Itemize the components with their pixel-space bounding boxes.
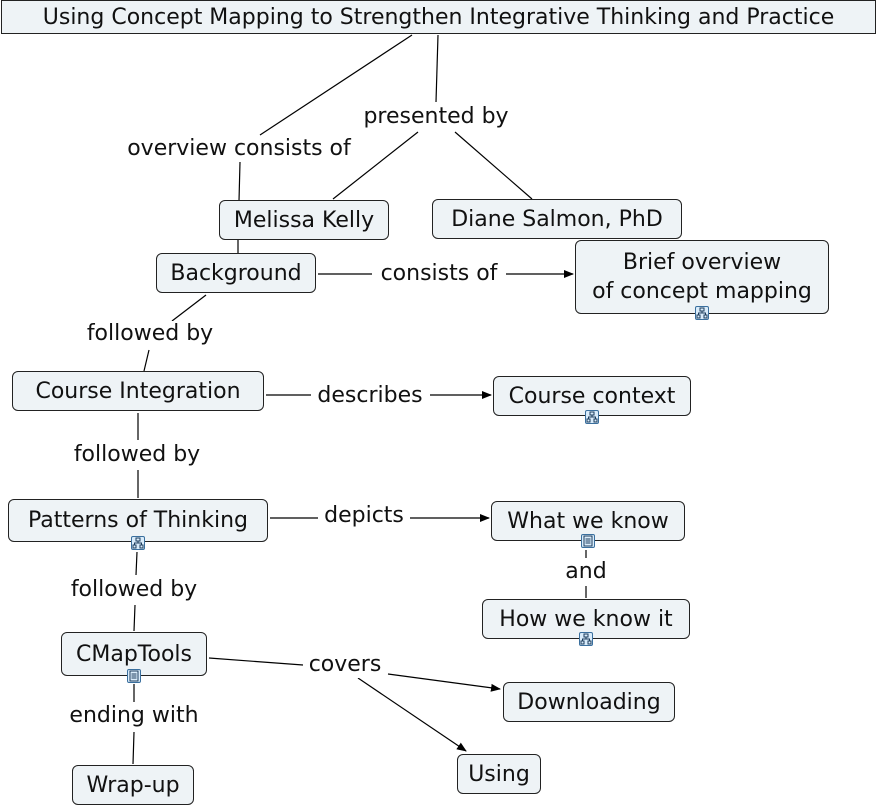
concept-map-icon[interactable] xyxy=(585,410,599,424)
link-followed-by-2: followed by xyxy=(71,442,203,468)
concept-map-icon[interactable] xyxy=(131,536,145,550)
link-describes: describes xyxy=(315,383,425,409)
node-how-we-know-it[interactable]: How we know it xyxy=(482,599,690,639)
edge-background-followed xyxy=(171,294,207,322)
link-presented-by: presented by xyxy=(361,104,511,130)
link-overview-consists-of: overview consists of xyxy=(125,136,353,162)
edge-title-presented xyxy=(435,34,439,103)
edge-cmap-covers xyxy=(208,657,304,666)
link-depicts: depicts xyxy=(322,503,406,529)
node-what-we-know[interactable]: What we know xyxy=(491,501,685,541)
concept-map-icon[interactable] xyxy=(695,306,709,320)
link-covers: covers xyxy=(306,652,384,678)
node-wrap-up[interactable]: Wrap-up xyxy=(72,765,194,805)
edge-covers-downloading xyxy=(387,673,501,692)
node-downloading[interactable]: Downloading xyxy=(503,682,675,722)
edge-overview-melissa xyxy=(238,161,241,202)
edge-presented-diane xyxy=(454,131,533,200)
edge-ending-wrapup xyxy=(132,731,135,765)
concept-map-icon[interactable] xyxy=(579,632,593,646)
edge-followed-cmap xyxy=(133,604,136,632)
node-melissa-kelly[interactable]: Melissa Kelly xyxy=(219,200,389,240)
link-followed-by-1: followed by xyxy=(84,321,216,347)
node-using[interactable]: Using xyxy=(457,754,541,794)
node-patterns-of-thinking[interactable]: Patterns of Thinking xyxy=(8,499,268,542)
edge-patterns-followed xyxy=(135,551,138,576)
document-icon[interactable] xyxy=(127,669,141,683)
link-consists-of: consists of xyxy=(378,261,500,287)
node-brief-overview[interactable]: Brief overview of concept mapping xyxy=(575,240,829,314)
node-diane-salmon[interactable]: Diane Salmon, PhD xyxy=(432,199,682,239)
map-title-text: Using Concept Mapping to Strengthen Inte… xyxy=(42,4,835,30)
link-ending-with: ending with xyxy=(67,703,201,729)
link-followed-by-3: followed by xyxy=(68,577,200,603)
node-course-integration[interactable]: Course Integration xyxy=(12,371,264,411)
edge-covers-using xyxy=(357,677,467,752)
node-background[interactable]: Background xyxy=(156,253,316,293)
edge-followed-course-integration xyxy=(143,349,150,372)
edge-title-overview xyxy=(259,34,413,136)
map-title: Using Concept Mapping to Strengthen Inte… xyxy=(1,0,876,34)
edge-presented-melissa xyxy=(332,131,419,200)
node-cmaptools[interactable]: CMapTools xyxy=(61,632,207,676)
link-and: and xyxy=(563,559,609,585)
document-icon[interactable] xyxy=(581,534,595,548)
